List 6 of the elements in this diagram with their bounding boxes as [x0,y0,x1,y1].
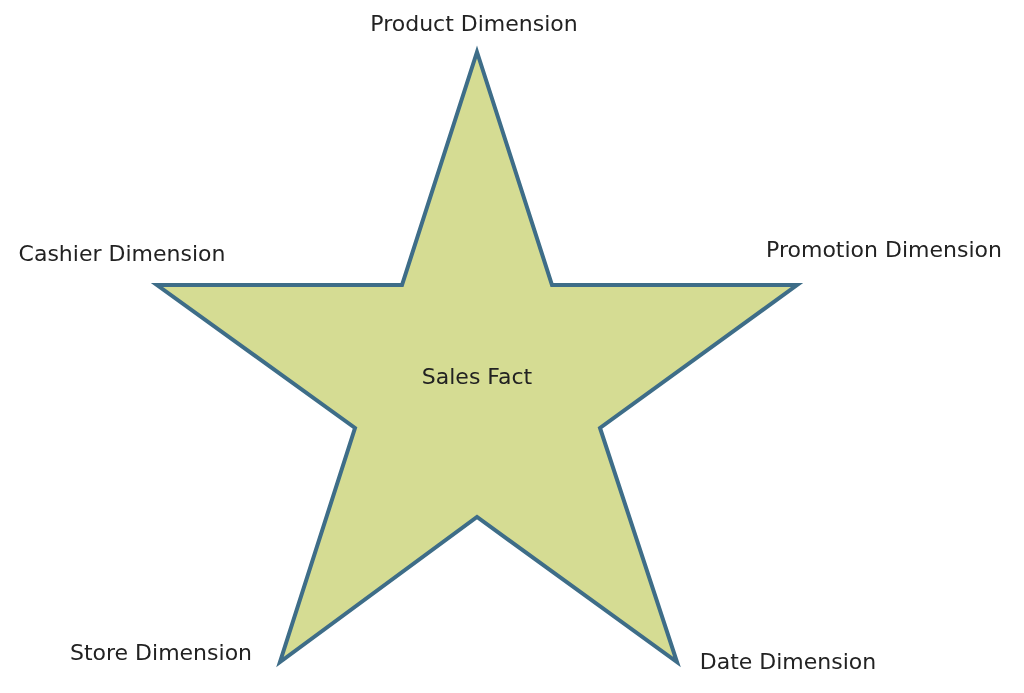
dimension-label: Promotion Dimension [766,236,1002,264]
node-label: Sales Fact [421,363,533,391]
dimension-label: Product Dimension [370,10,578,38]
dimension-label: Cashier Dimension [18,240,226,268]
dimension-label: Date Dimension [699,648,877,676]
dimension-label: Store Dimension [69,639,253,667]
